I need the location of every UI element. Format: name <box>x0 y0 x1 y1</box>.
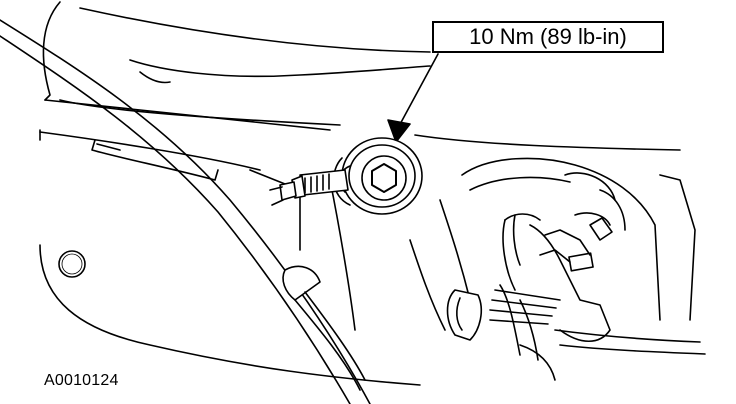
right-body-line <box>554 329 706 355</box>
bolt-assembly <box>333 137 423 215</box>
torque-callout-label: 10 Nm (89 lb-in) <box>432 21 664 53</box>
bracket-housing <box>461 157 696 321</box>
grommet-hole <box>58 250 86 278</box>
cable-hose <box>0 19 371 404</box>
electrical-connector <box>489 213 611 381</box>
retainer-clip <box>446 289 482 341</box>
upper-body-panel <box>39 1 681 171</box>
threaded-rod <box>269 169 349 206</box>
lower-body-panel <box>39 169 471 386</box>
clip-fastener <box>91 139 219 181</box>
leader-arrow <box>387 53 439 143</box>
figure-id-label: A0010124 <box>44 372 119 389</box>
